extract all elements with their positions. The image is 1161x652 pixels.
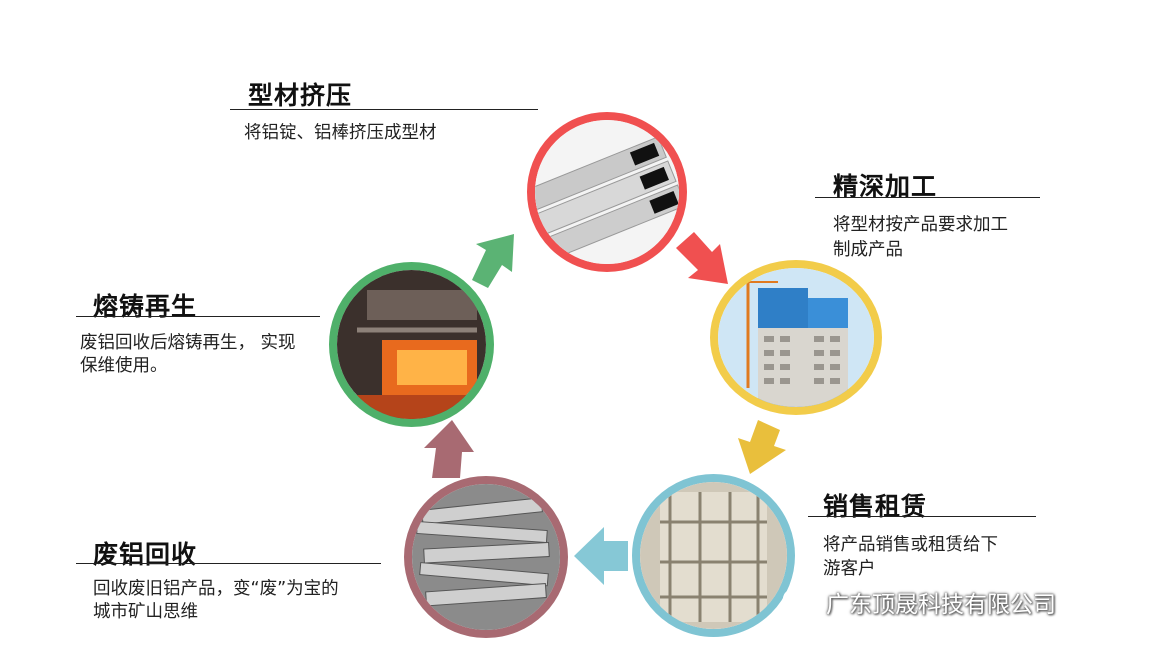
desc-extrusion: 将铝锭、铝棒挤压成型材: [244, 123, 437, 143]
circle-remelting: [329, 262, 494, 427]
desc-remelting-line1: 废铝回收后熔铸再生， 实现: [80, 333, 296, 353]
aluminum-profile-image: [535, 120, 679, 264]
watermark: 广东顶晟科技有限公司: [782, 585, 1056, 619]
desc-processing-line2: 制成产品: [833, 240, 903, 260]
rule-sales: [808, 516, 1036, 517]
furnace-image: [337, 270, 486, 419]
arrow-recycling-to-remelting-icon: [424, 420, 474, 478]
formwork-image: [640, 482, 787, 629]
desc-sales-line2: 游客户: [823, 559, 876, 579]
rule-remelting: [76, 316, 320, 317]
title-remelting: 熔铸再生: [93, 292, 198, 321]
title-recycling: 废铝回收: [93, 540, 198, 569]
desc-processing-line1: 将型材按产品要求加工: [833, 215, 1008, 235]
desc-remelting-line2: 保维使用。: [80, 356, 168, 376]
title-extrusion: 型材挤压: [248, 81, 353, 110]
arrow-sales-to-recycling-icon: [574, 527, 628, 585]
circle-sales: [632, 474, 795, 637]
arrow-extrusion-to-processing-icon: [676, 232, 728, 284]
desc-sales-line1: 将产品销售或租赁给下: [823, 535, 998, 555]
desc-recycling-line2: 城市矿山思维: [93, 602, 198, 622]
wechat-icon: [782, 587, 818, 616]
arrow-processing-to-sales-icon: [738, 420, 786, 474]
desc-recycling-line1: 回收废旧铝产品，变“废”为宝的: [93, 579, 339, 599]
rule-recycling: [76, 563, 381, 564]
circle-recycling: [404, 476, 568, 638]
circle-extrusion: [527, 112, 687, 272]
building-image: [718, 268, 874, 407]
title-sales: 销售租赁: [823, 492, 928, 521]
rule-extrusion: [230, 109, 538, 110]
scrap-aluminum-image: [412, 484, 560, 630]
circle-processing: [710, 260, 882, 415]
title-processing: 精深加工: [833, 172, 938, 201]
rule-processing: [815, 197, 1040, 198]
watermark-text: 广东顶晟科技有限公司: [826, 592, 1056, 618]
arrow-remelting-to-extrusion-icon: [472, 234, 514, 288]
